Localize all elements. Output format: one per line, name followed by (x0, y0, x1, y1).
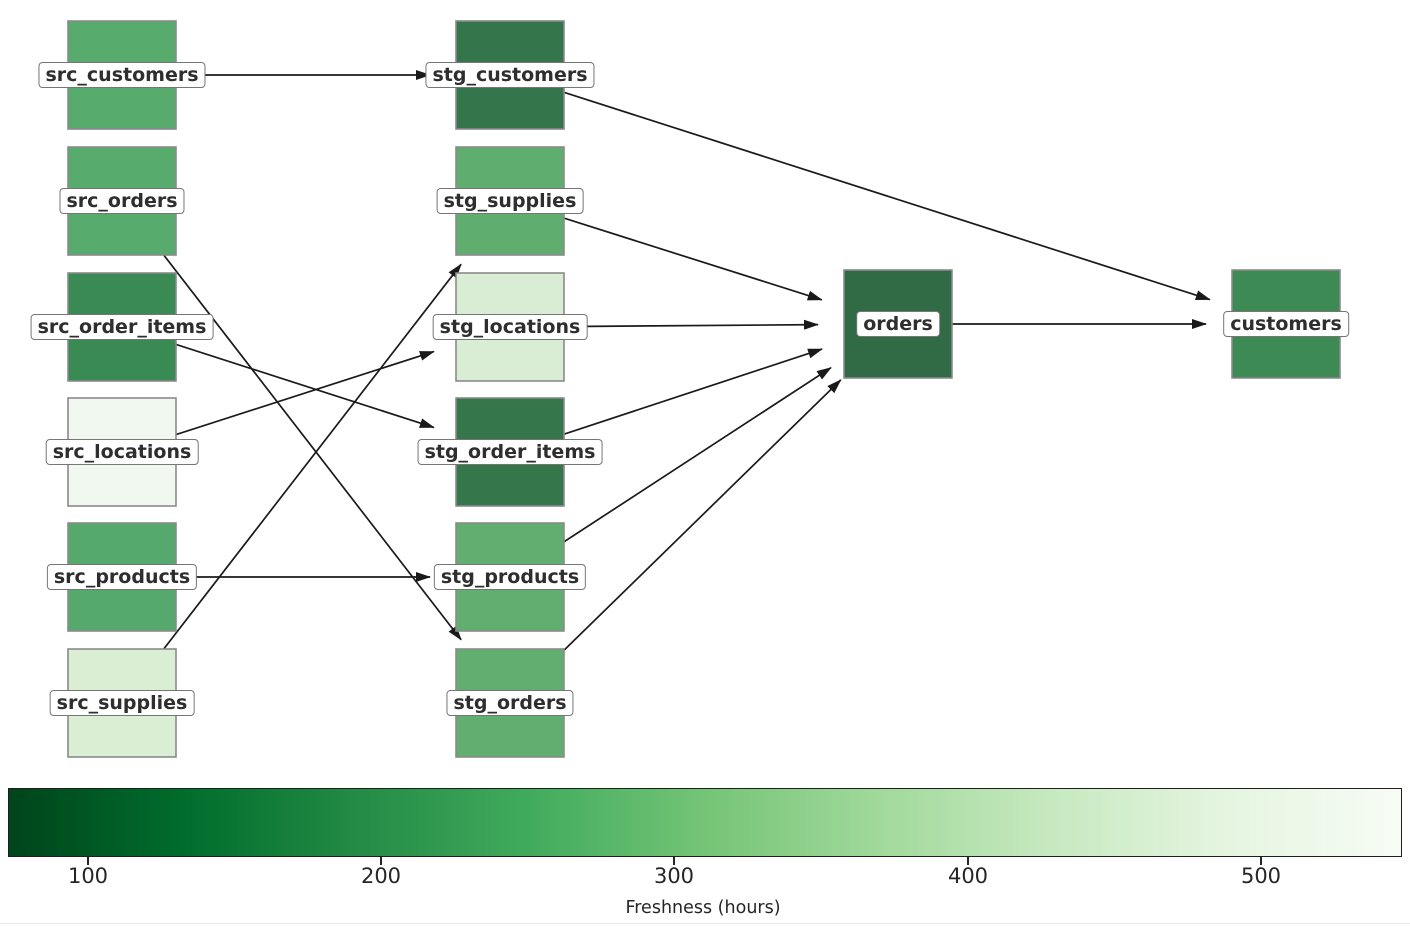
node-label-src_customers: src_customers (38, 62, 206, 88)
edge-layer (121, 70, 1211, 704)
node-label-stg_supplies: stg_supplies (436, 188, 584, 214)
colorbar-tick-label-200: 200 (360, 864, 402, 888)
node-label-stg_order_items: stg_order_items (417, 439, 603, 465)
node-label-stg_orders: stg_orders (446, 690, 574, 716)
colorbar-tick-100 (87, 857, 89, 865)
node-label-src_order_items: src_order_items (30, 314, 214, 340)
node-label-customers: customers (1223, 311, 1349, 337)
node-layer (67, 20, 1341, 758)
colorbar-tick-500 (1260, 857, 1262, 865)
edge-stg_customers-customers (509, 74, 1211, 301)
colorbar-tick-400 (967, 857, 969, 865)
node-label-src_orders: src_orders (59, 188, 185, 214)
lineage-graph (67, 20, 1341, 758)
edge-src_supplies-stg_supplies (121, 263, 462, 704)
edge-src_orders-stg_orders (121, 200, 462, 641)
colorbar-tick-200 (380, 857, 382, 865)
colorbar-tick-300 (673, 857, 675, 865)
colorbar-tick-label-300: 300 (653, 864, 695, 888)
node-label-orders: orders (856, 311, 940, 337)
colorbar-axis-label: Freshness (hours) (625, 898, 781, 918)
colorbar-tick-label-100: 100 (67, 864, 109, 888)
colorbar-tick-label-500: 500 (1240, 864, 1282, 888)
node-label-stg_locations: stg_locations (432, 314, 588, 340)
node-label-stg_customers: stg_customers (425, 62, 595, 88)
node-label-src_products: src_products (46, 564, 198, 590)
colorbar (8, 788, 1402, 857)
node-label-stg_products: stg_products (433, 564, 587, 590)
edge-stg_orders-orders (509, 379, 842, 704)
colorbar-tick-label-400: 400 (947, 864, 989, 888)
node-label-src_locations: src_locations (45, 439, 199, 465)
node-label-src_supplies: src_supplies (49, 690, 195, 716)
figure-bottom-border (0, 923, 1410, 924)
